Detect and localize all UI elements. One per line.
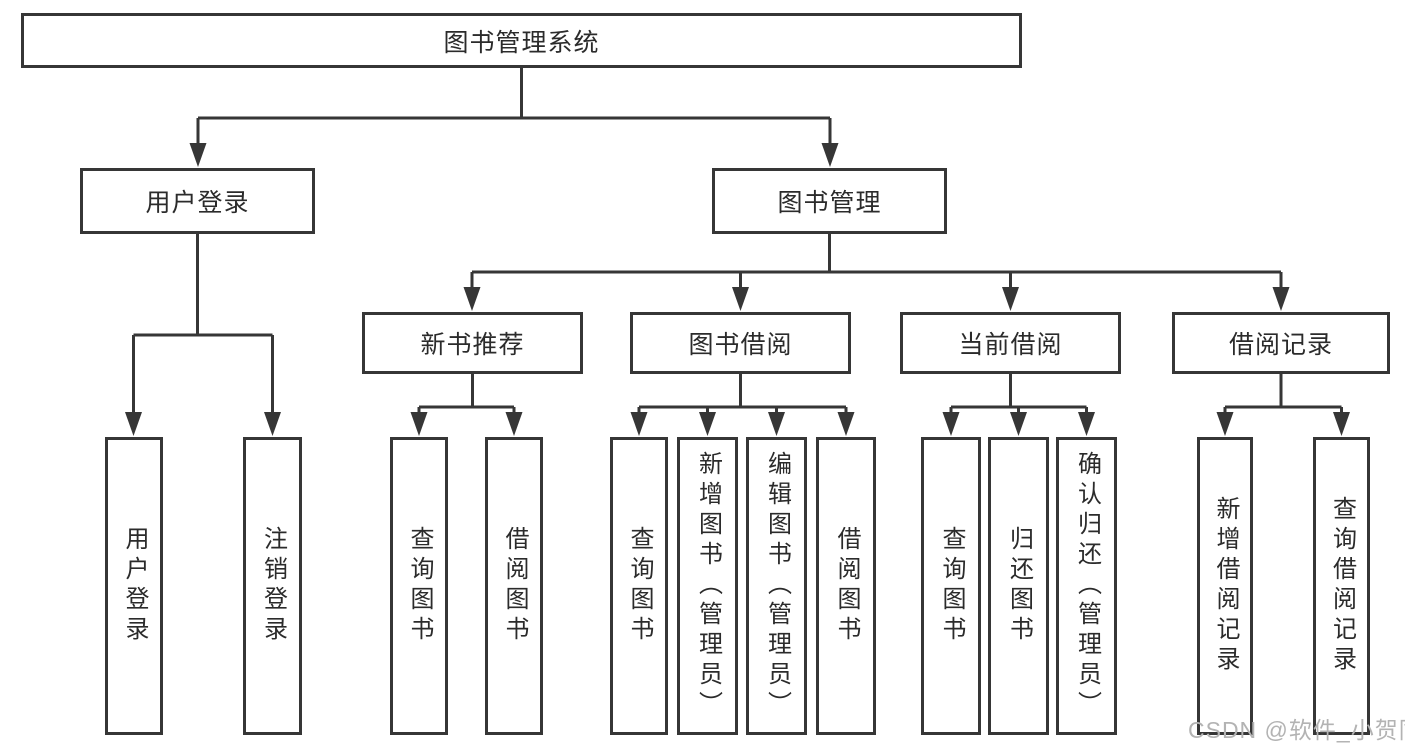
leaf-user-login: 用户登录 [105,437,163,735]
node-new-book-recommend: 新书推荐 [362,312,583,374]
arrow-down-icon [1002,287,1019,311]
leaf-logout-label: 注销登录 [259,526,287,646]
leaf-add-borrow-record-label: 新增借阅记录 [1212,496,1239,676]
arrow-down-icon [942,412,960,436]
leaf-borrow-book-recommend: 借阅图书 [485,437,543,735]
watermark: CSDN @软件_小贺同学 [1188,717,1405,743]
connector-book-borrow-children [630,374,855,436]
leaf-add-book-admin-label: 新增图书（管理员） [694,451,722,721]
leaf-query-book-current: 查询图书 [921,437,981,735]
node-book-mgmt-label: 图书管理 [777,189,882,217]
arrow-down-icon [1010,412,1027,436]
arrow-down-icon [768,412,785,436]
connector-borrow-record-children [1216,374,1350,436]
leaf-query-book-borrow: 查询图书 [610,437,668,735]
leaf-borrow-book-recommend-label: 借阅图书 [501,526,528,646]
leaf-confirm-return-admin-label: 确认归还（管理员） [1073,451,1101,721]
arrow-down-icon [189,143,207,167]
leaf-return-book-label: 归还图书 [1005,526,1033,646]
leaf-query-book-borrow-label: 查询图书 [626,526,653,646]
node-current-borrow: 当前借阅 [900,312,1121,374]
node-new-book-recommend-label: 新书推荐 [420,331,525,359]
leaf-add-book-admin: 新增图书（管理员） [677,437,738,735]
node-book-mgmt: 图书管理 [712,168,947,234]
leaf-return-book: 归还图书 [988,437,1049,735]
leaf-borrow-book: 借阅图书 [816,437,876,735]
leaf-query-book-recommend-label: 查询图书 [406,526,433,646]
arrow-down-icon [1333,412,1350,436]
arrow-down-icon [699,412,716,436]
connector-book-mgmt-children [463,234,1290,311]
node-root: 图书管理系统 [21,13,1022,68]
arrow-down-icon [264,412,281,436]
connector-new-book-children [410,374,523,436]
leaf-edit-book-admin: 编辑图书（管理员） [746,437,807,735]
connector-current-borrow-children [942,374,1095,436]
node-borrow-record-label: 借阅记录 [1228,331,1333,359]
leaf-add-borrow-record: 新增借阅记录 [1197,437,1253,735]
arrow-down-icon [125,412,142,436]
leaf-query-borrow-record-label: 查询借阅记录 [1328,496,1356,676]
arrow-down-icon [821,143,839,167]
node-book-borrow-label: 图书借阅 [688,331,793,359]
node-user-login-label: 用户登录 [145,189,250,217]
arrow-down-icon [463,287,481,311]
arrow-down-icon [732,287,749,311]
arrow-down-icon [1078,412,1095,436]
arrow-down-icon [837,412,855,436]
node-current-borrow-label: 当前借阅 [958,331,1063,359]
node-root-label: 图书管理系统 [443,28,600,57]
leaf-query-borrow-record: 查询借阅记录 [1313,437,1370,735]
arrow-down-icon [505,412,523,436]
arrow-down-icon [630,412,648,436]
node-book-borrow: 图书借阅 [630,312,851,374]
leaf-query-book-recommend: 查询图书 [390,437,448,735]
connector-root-to-level2 [189,68,839,167]
leaf-confirm-return-admin: 确认归还（管理员） [1056,437,1117,735]
node-user-login: 用户登录 [80,168,315,234]
leaf-user-login-label: 用户登录 [121,526,148,646]
leaf-query-book-current-label: 查询图书 [938,526,965,646]
leaf-edit-book-admin-label: 编辑图书（管理员） [763,451,791,721]
leaf-borrow-book-label: 借阅图书 [833,526,860,646]
leaf-logout: 注销登录 [243,437,302,735]
arrow-down-icon [1216,412,1234,436]
arrow-down-icon [1272,287,1290,311]
connector-user-login-children [125,234,281,436]
arrow-down-icon [410,412,428,436]
node-borrow-record: 借阅记录 [1172,312,1390,374]
